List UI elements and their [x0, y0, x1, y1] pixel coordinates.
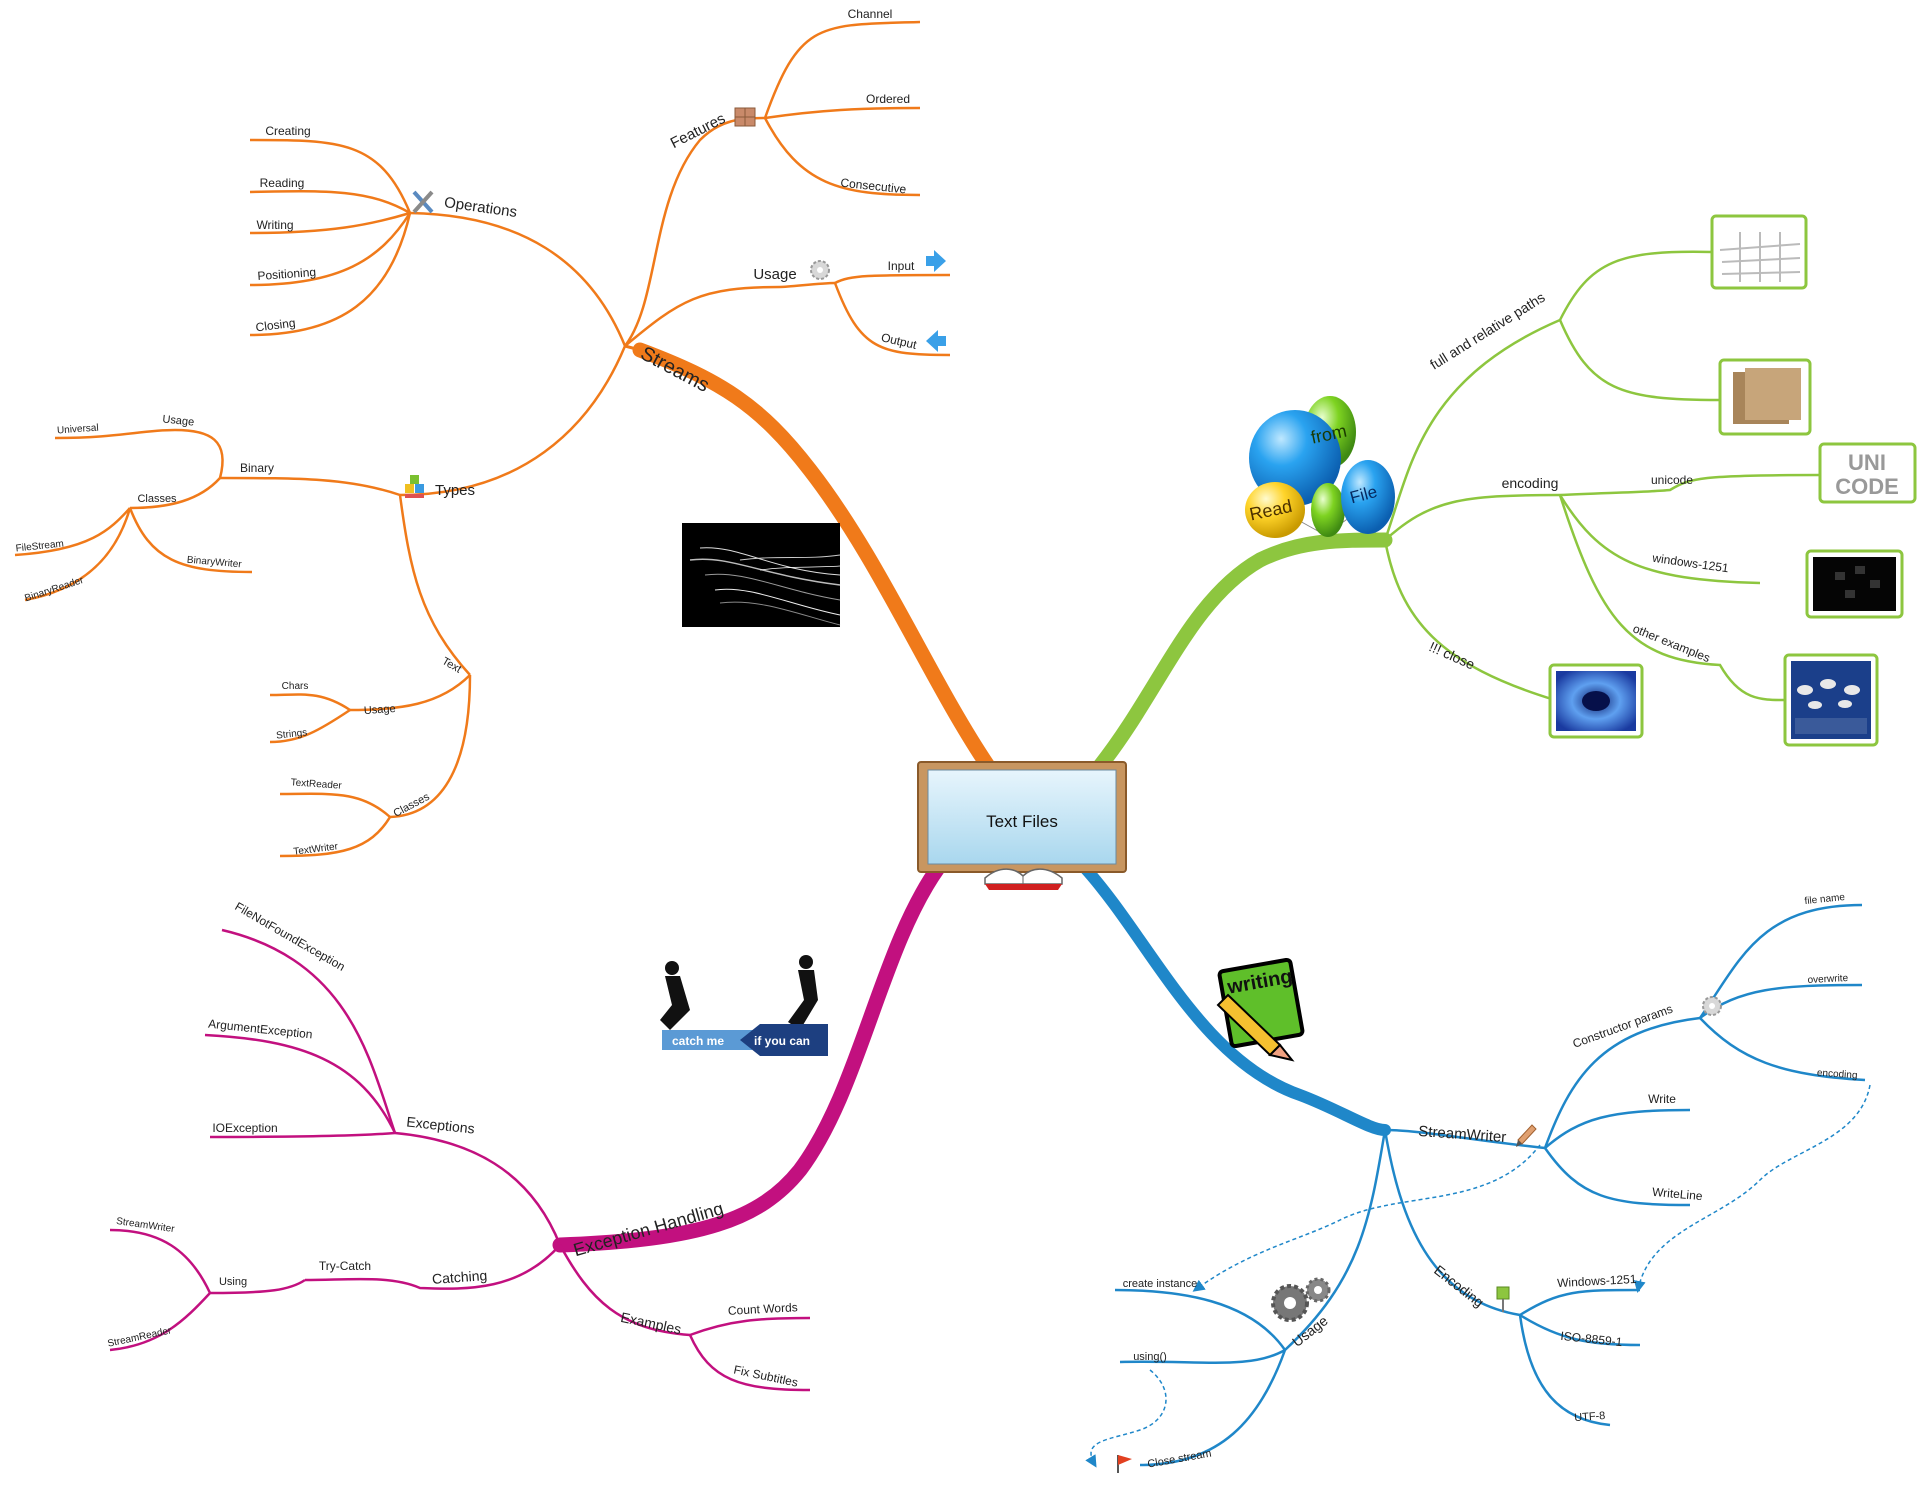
streams-branch-line: [624, 342, 996, 774]
writing-sticker-image: writing: [1216, 957, 1305, 1062]
usage-gear-icon: [810, 260, 830, 280]
encoding-unicode: unicode: [1651, 473, 1693, 487]
catch-me-text: catch me: [672, 1034, 724, 1048]
close-label: !!! close: [1427, 638, 1478, 672]
exc-filenotfound: FileNotFoundException: [232, 899, 347, 973]
op-reading: Reading: [260, 176, 305, 190]
catching-label: Catching: [432, 1267, 488, 1287]
writer-branch-line: [1079, 862, 1391, 1136]
ctor-encoding: encoding: [1817, 1068, 1858, 1082]
writeline-label: WriteLine: [1652, 1185, 1704, 1203]
enc-utf8: UTF-8: [1574, 1410, 1606, 1424]
text-label: Text: [440, 655, 463, 675]
exceptions-sub-lines: [109, 928, 811, 1392]
if-you-can-text: if you can: [754, 1034, 810, 1048]
usage-close-stream: Close stream: [1147, 1448, 1213, 1471]
exc-argument: ArgumentException: [208, 1017, 314, 1042]
features-label: Features: [668, 110, 728, 152]
fiber-optic-image: [682, 523, 841, 627]
examples-label: Examples: [619, 1309, 682, 1337]
trycatch-label: Try-Catch: [319, 1259, 371, 1273]
book-icon: [984, 868, 1063, 890]
people-image: [1783, 653, 1879, 747]
encoding-label: encoding: [1502, 475, 1559, 491]
encoding-pin-icon: [1496, 1286, 1510, 1312]
text-chars: Chars: [282, 681, 309, 692]
maze-image: [1710, 214, 1808, 290]
usage-gears-icon: [1271, 1277, 1331, 1322]
feature-channel: Channel: [848, 7, 893, 21]
usage-create-instance: create instance: [1123, 1278, 1198, 1290]
streams-sub-lines: [14, 20, 951, 858]
binary-label: Binary: [240, 461, 274, 475]
usage-label: Usage: [753, 266, 796, 283]
balloons-image: from Read File: [1245, 396, 1395, 538]
read-branch-line: [1092, 532, 1393, 774]
feature-consecutive: Consecutive: [840, 176, 907, 197]
read-labels: full and relative paths encoding unicode…: [1427, 289, 1730, 673]
writer-dashed-links: [1085, 1084, 1871, 1468]
exc-io: IOException: [212, 1121, 277, 1135]
types-blocks-icon: [405, 475, 424, 498]
unicode-image: UNI CODE: [1818, 442, 1917, 504]
binary-usage: Usage: [162, 413, 195, 428]
example-fixsubtitles: Fix Subtitles: [732, 1362, 799, 1389]
folder-image: [1718, 358, 1812, 436]
enc-windows1251: Windows-1251: [1557, 1272, 1637, 1290]
operations-tools-icon: [412, 190, 434, 214]
catch-me-image: catch me if you can: [658, 952, 828, 1076]
keyboard-image: [1805, 549, 1904, 619]
enc-iso: ISO-8859-1: [1560, 1329, 1623, 1349]
encoding-windows1251: windows-1251: [1651, 551, 1730, 576]
streamwriter-label: StreamWriter: [1418, 1123, 1507, 1146]
features-box-icon: [734, 107, 756, 127]
binary-classes: Classes: [137, 493, 177, 505]
pencil-icon: [1516, 1124, 1537, 1147]
write-label: Write: [1648, 1092, 1676, 1106]
op-creating: Creating: [265, 124, 310, 138]
writer-sub-lines: [1114, 903, 1866, 1467]
text-usage: Usage: [364, 703, 397, 717]
types-label: Types: [435, 482, 475, 499]
paths-label: full and relative paths: [1427, 289, 1548, 373]
exceptions-label: Exceptions: [406, 1113, 476, 1136]
usage-using: using(): [1133, 1351, 1167, 1363]
example-countwords: Count Words: [728, 1300, 798, 1318]
central-node[interactable]: Text Files: [917, 761, 1127, 873]
class-binarywriter: BinaryWriter: [186, 555, 242, 571]
ctor-filename: file name: [1804, 892, 1846, 907]
input-arrow-icon: [926, 250, 946, 272]
class-filestream: FileStream: [15, 539, 64, 555]
op-closing: Closing: [255, 316, 296, 335]
using-streamreader: StreamReader: [107, 1325, 174, 1349]
exceptions-branch-line: [552, 860, 946, 1253]
op-positioning: Positioning: [257, 265, 317, 283]
central-title: Text Files: [986, 812, 1058, 831]
close-flag-icon: [1117, 1455, 1132, 1473]
class-binaryreader: BinaryReader: [23, 575, 85, 605]
usage-input: Input: [888, 259, 915, 273]
encoding-label-writer: Encoding: [1431, 1262, 1487, 1311]
feature-ordered: Ordered: [866, 92, 910, 106]
binary-universal: Universal: [57, 423, 99, 437]
unicode-code: CODE: [1835, 474, 1899, 499]
op-writing: Writing: [256, 218, 293, 232]
using-streamwriter: StreamWriter: [116, 1216, 176, 1235]
ctor-overwrite: overwrite: [1807, 973, 1849, 986]
tunnel-image: [1548, 663, 1644, 739]
class-textreader: TextReader: [290, 777, 342, 792]
unicode-uni: UNI: [1848, 450, 1886, 475]
output-arrow-icon: [926, 330, 946, 352]
text-strings: Strings: [276, 727, 308, 741]
using-label: Using: [219, 1276, 247, 1288]
read-sub-lines: [1383, 250, 1821, 702]
ctor-gear-icon: [1702, 996, 1722, 1016]
